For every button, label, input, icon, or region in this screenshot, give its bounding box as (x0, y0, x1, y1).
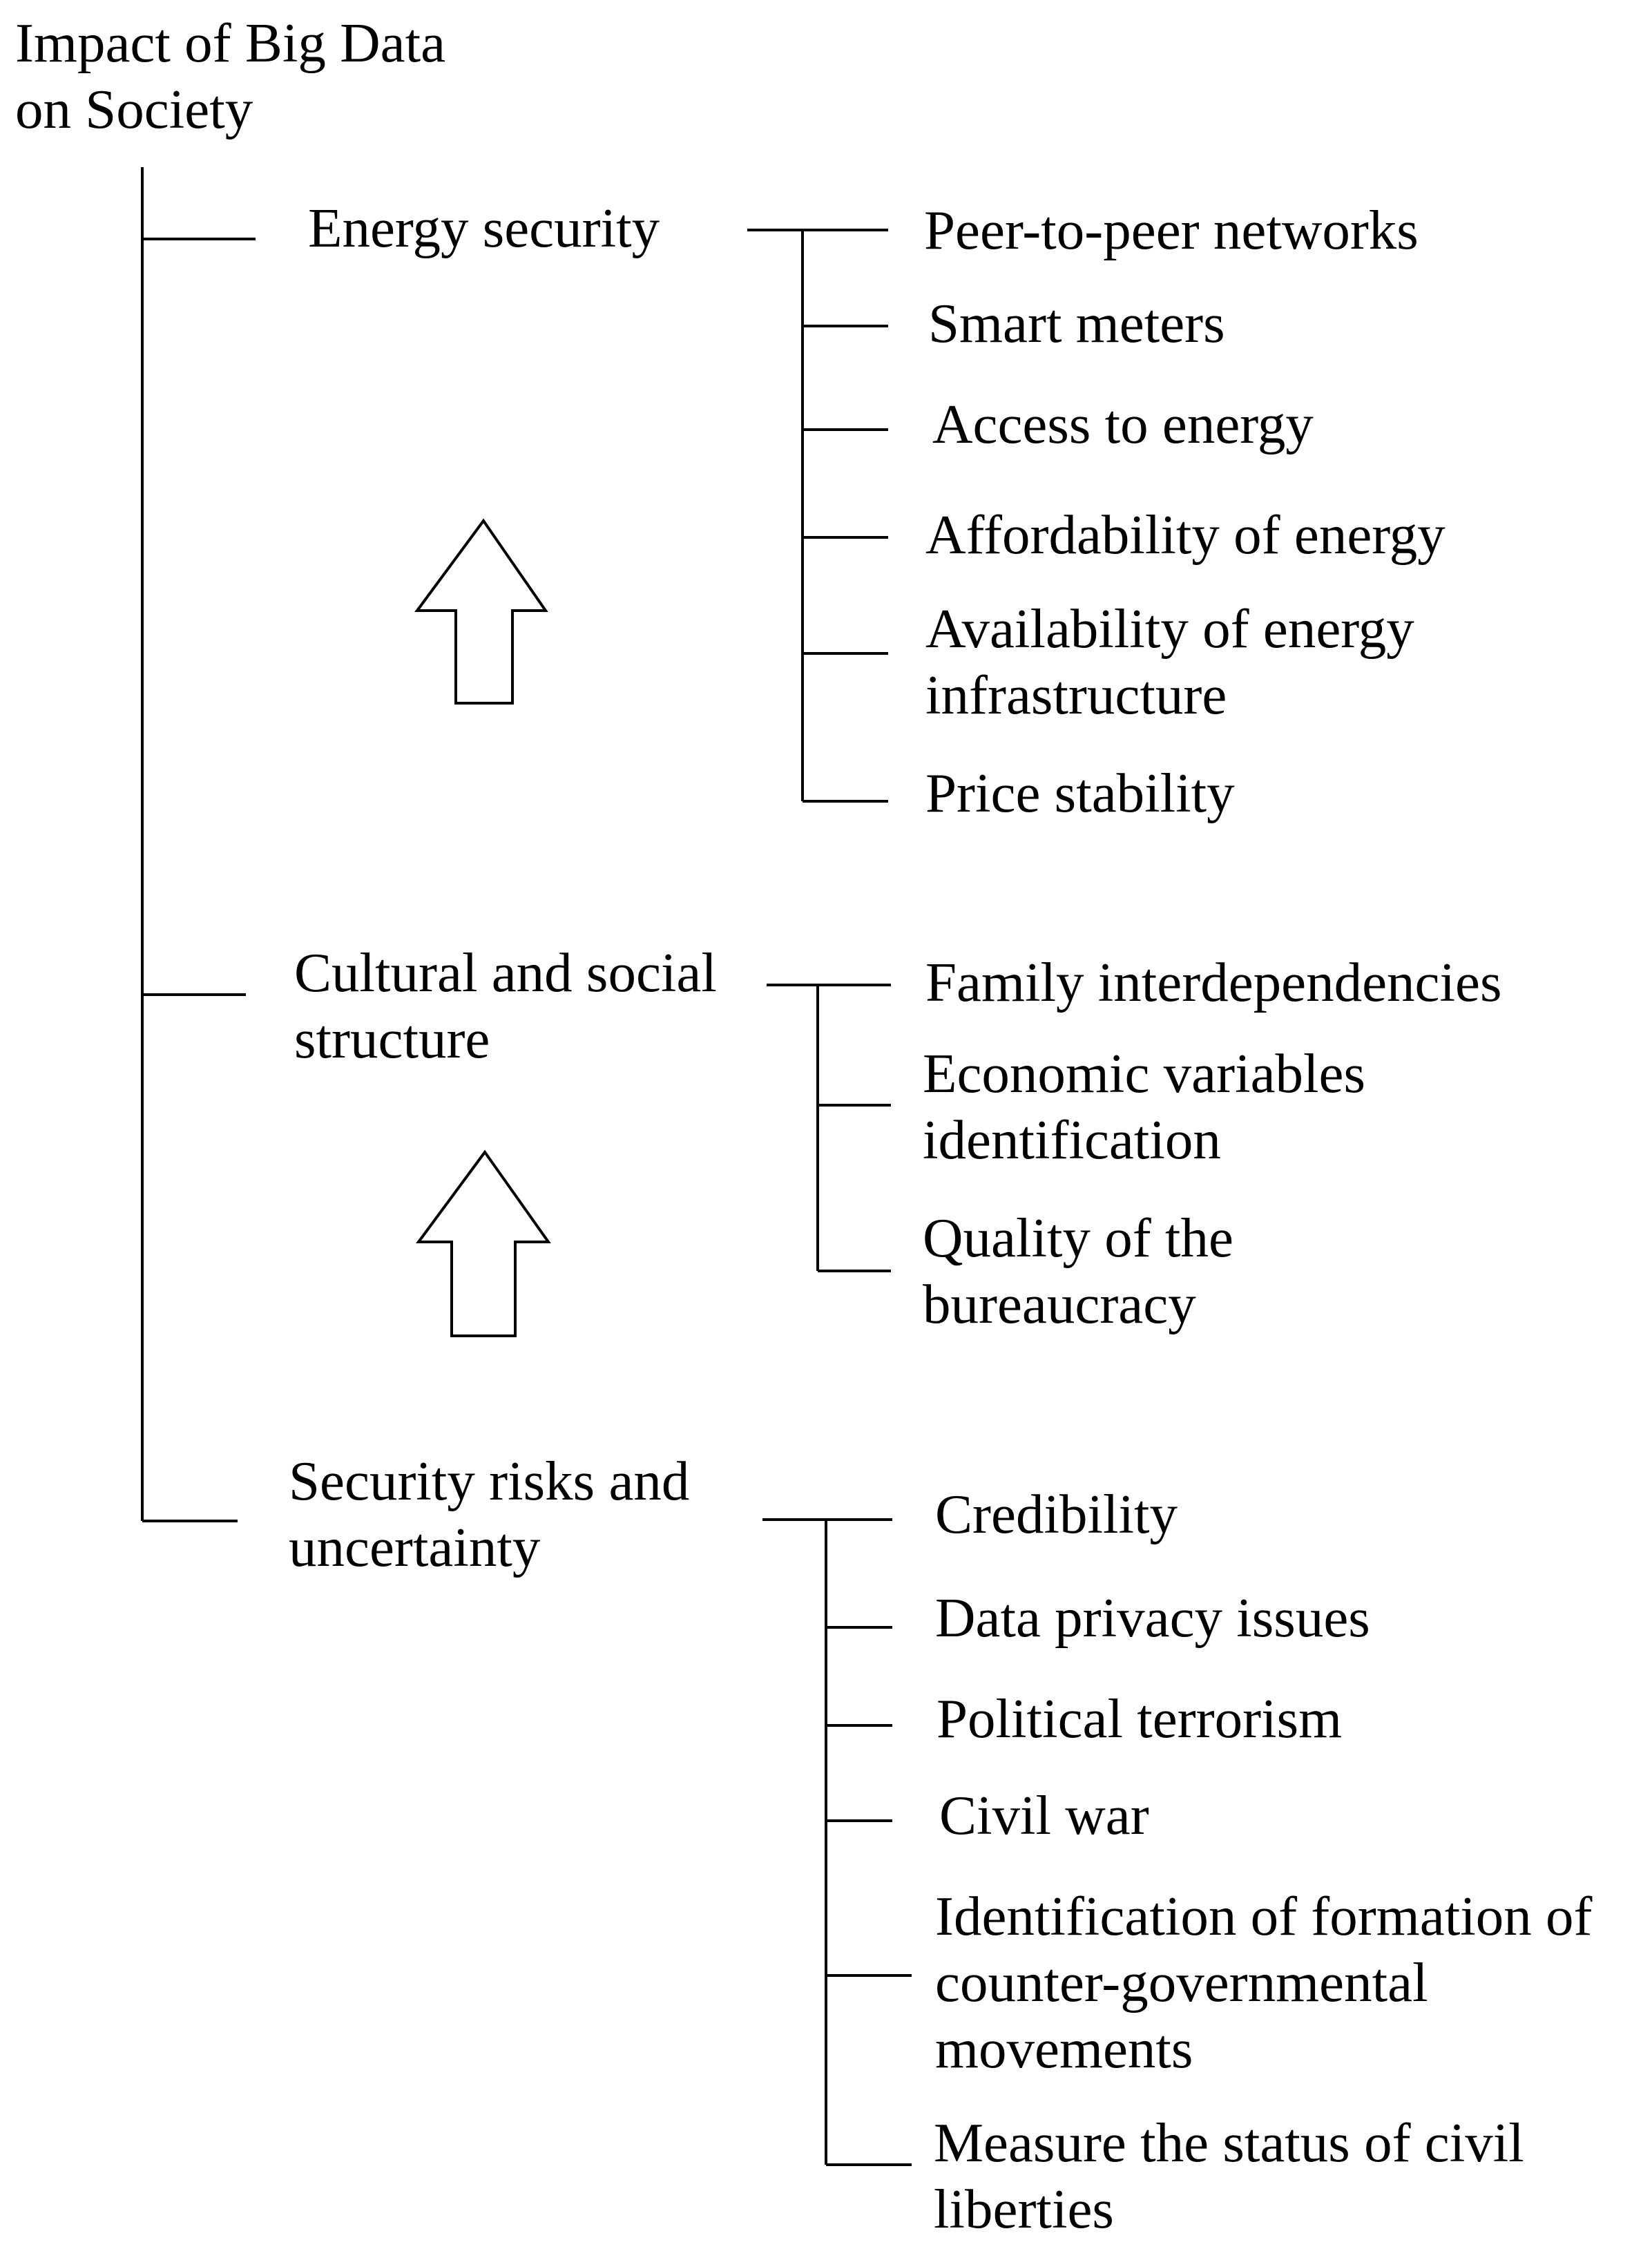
category-security-risks: Security risks and uncertainty (289, 1450, 690, 1578)
security-item: Identification of formation of counter-g… (935, 1885, 1593, 2080)
energy-item: Price stability (925, 762, 1235, 824)
up-arrow-icon (414, 518, 548, 705)
category-cultural-social-structure: Cultural and social structure (294, 941, 717, 1070)
up-arrow-icon (416, 1149, 551, 1337)
energy-item: Smart meters (928, 292, 1225, 354)
energy-item: Availability of energy infrastructure (925, 597, 1414, 726)
category-energy-security: Energy security (308, 197, 660, 259)
energy-item: Access to energy (932, 393, 1314, 455)
security-item: Credibility (935, 1483, 1178, 1545)
diagram-root-title: Impact of Big Data on Society (15, 12, 446, 140)
energy-item: Peer-to-peer networks (924, 199, 1419, 261)
security-item: Political terrorism (937, 1687, 1343, 1750)
cultural-item: Quality of the bureaucracy (923, 1207, 1233, 1335)
cultural-item: Economic variables identification (923, 1042, 1365, 1171)
security-item: Data privacy issues (935, 1587, 1370, 1649)
energy-item: Affordability of energy (925, 504, 1446, 566)
cultural-item: Family interdependencies (925, 951, 1502, 1013)
security-item: Measure the status of civil liberties (934, 2112, 1524, 2240)
security-item: Civil war (939, 1784, 1149, 1846)
